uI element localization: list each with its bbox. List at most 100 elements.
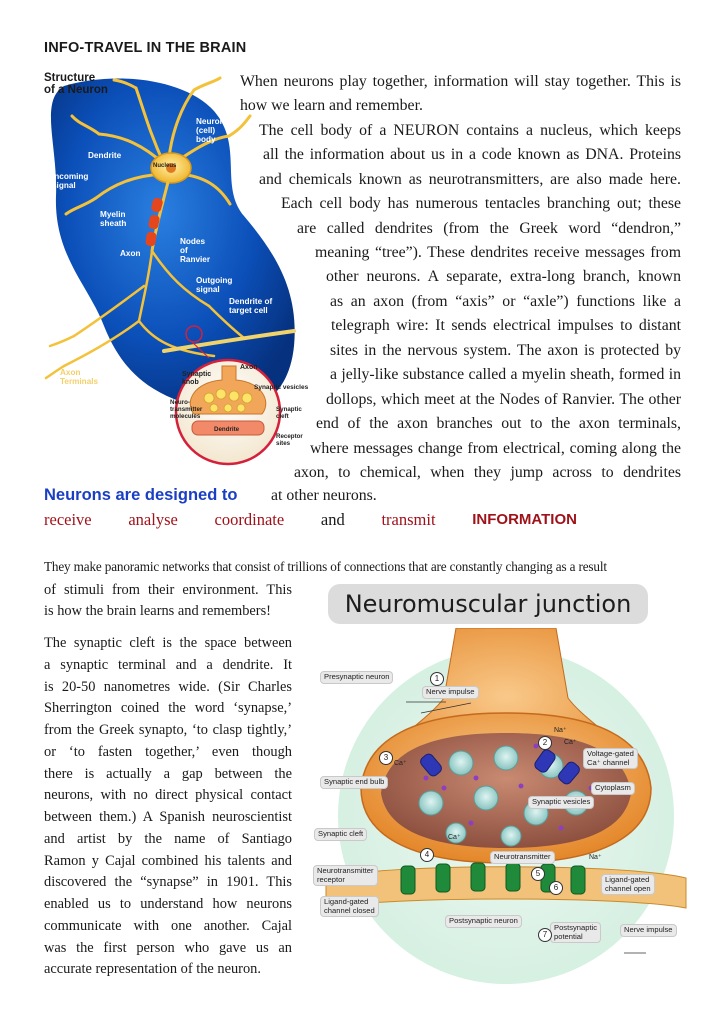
- left-col-line-1: of stimuli from their environment. This: [44, 582, 292, 598]
- diagram-title-line2: of a Neuron: [44, 84, 108, 96]
- nmj-title: Neuromuscular junction: [328, 584, 648, 624]
- intro-line-13: a jelly-like substance called a myelin s…: [330, 366, 681, 383]
- label-axon: Axon: [120, 249, 141, 258]
- impulse-arrows: [406, 701, 646, 954]
- label-incoming-signal: Incoming signal: [52, 172, 88, 190]
- label-ligand-gated-closed: Ligand-gated channel closed: [320, 896, 379, 917]
- word-information: INFORMATION: [472, 511, 577, 528]
- calcium-channels: [420, 749, 580, 785]
- label-postsynaptic-neuron: Postsynaptic neuron: [445, 915, 522, 928]
- diagram-title-line1: Structure: [44, 72, 96, 84]
- nucleus: [166, 163, 176, 173]
- inset-dendrite-shape: [191, 420, 265, 436]
- label-nerve-impulse-out: Nerve impulse: [620, 924, 677, 937]
- inset-vesicles: [203, 388, 253, 413]
- label-text: Synaptic: [182, 371, 212, 378]
- left-col-line-12: between them.) A Spanish neuroscientist: [44, 809, 292, 825]
- label-text: transmitter: [170, 406, 203, 413]
- label-inset-axon: Axon: [240, 364, 258, 371]
- label-synaptic-end-bulb: Synaptic end bulb: [320, 776, 389, 789]
- designed-heading: Neurons are designed to: [44, 486, 238, 504]
- label-text: Nodes: [180, 237, 206, 246]
- label-text: channel closed: [324, 905, 375, 915]
- word-receive: receive: [44, 510, 92, 529]
- intro-line-9: other neurons. A separate, extra-long br…: [326, 268, 681, 285]
- intro-line-15: end of the axon branches out to the axon…: [316, 415, 681, 432]
- neuromuscular-junction-diagram: [325, 628, 687, 984]
- label-text: Incoming: [52, 172, 89, 181]
- label-text: Ligand-gated: [605, 875, 650, 884]
- step-7: 7: [538, 928, 552, 942]
- step-6: 6: [549, 881, 563, 895]
- intro-line-11: telegraph wire: It sends electrical impu…: [331, 317, 681, 334]
- label-text: receptor: [317, 874, 345, 884]
- neuron-structure-diagram: [44, 76, 296, 466]
- synaptic-vesicles-group: [418, 745, 589, 847]
- label-text: target cell: [229, 306, 268, 315]
- intro-line-5: and chemicals known as neurotransmitters…: [259, 171, 681, 188]
- word-analyse: analyse: [128, 510, 178, 529]
- label-text: potential: [554, 931, 583, 941]
- intro-line-18: at other neurons.: [271, 487, 377, 504]
- label-text: molecules: [170, 413, 201, 420]
- label-myelin-sheath: Myelin sheath: [100, 210, 126, 228]
- label-ca-mid: Ca⁺: [448, 834, 461, 841]
- label-text: Terminals: [60, 377, 99, 386]
- label-text: of: [180, 246, 188, 255]
- label-synaptic-vesicles: Synaptic vesicles: [254, 384, 309, 391]
- label-nodes-of-ranvier: Nodes of Ranvier: [180, 237, 210, 264]
- label-text: (cell): [196, 126, 216, 135]
- axon-terminal-branches: [44, 249, 296, 380]
- label-outgoing-signal: Outgoing signal: [196, 276, 232, 294]
- label-text: Neuron: [196, 117, 225, 126]
- word-and: and: [320, 510, 345, 529]
- step-3: 3: [379, 751, 393, 765]
- intro-line-1: When neurons play together, information …: [240, 73, 681, 90]
- left-col-line-19: accurate representation of the neuron.: [44, 961, 261, 977]
- step-4: 4: [420, 848, 434, 862]
- left-col-line-14: Ramon y Cajal combined his talents and: [44, 853, 292, 869]
- label-text: Voltage-gated: [587, 749, 634, 758]
- label-cytoplasm: Cytoplasm: [591, 782, 635, 795]
- left-col-line-13: and artist by the name of Santiago: [44, 831, 292, 847]
- page-header: INFO-TRAVEL IN THE BRAIN: [44, 40, 247, 56]
- label-text: Dendrite of: [229, 297, 273, 306]
- label-na-right: Na⁺: [589, 854, 602, 861]
- label-text: Ca⁺ channel: [587, 757, 630, 767]
- label-text: Neurotransmitter: [317, 866, 374, 875]
- networks-line: They make panoramic networks that consis…: [44, 559, 607, 574]
- intro-line-14: dollops, which meet at the Nodes of Ranv…: [326, 391, 681, 408]
- left-col-line-11: neurons, with no direct physical contact: [44, 787, 292, 803]
- intro-line-3: The cell body of a NEURON contains a nuc…: [259, 122, 681, 139]
- label-text: knob: [182, 379, 199, 386]
- label-text: Outgoing: [196, 276, 233, 285]
- label-neurotransmitter: Neurotransmitter: [490, 851, 555, 864]
- label-nerve-impulse: Nerve impulse: [422, 686, 479, 699]
- inset-magnifier-small: [185, 325, 203, 343]
- label-synaptic-vesicles: Synaptic vesicles: [528, 796, 595, 809]
- axon: [145, 181, 170, 252]
- intro-line-17: axon, to chemical, when they jump across…: [294, 464, 681, 481]
- intro-line-6: Each cell body has numerous tentacles br…: [281, 195, 681, 212]
- bulb-cytoplasm: [381, 733, 631, 848]
- label-voltage-gated-channel: Voltage-gated Ca⁺ channel: [583, 748, 638, 769]
- neuron-diagram-title: Structure of a Neuron: [44, 72, 108, 96]
- label-neuron-body: Neuron (cell) body: [196, 117, 225, 144]
- label-text: Ranvier: [180, 255, 211, 264]
- label-inset-dendrite: Dendrite: [214, 426, 240, 433]
- label-na-top: Na⁺: [554, 727, 567, 734]
- left-col-line-18: was the first person who gave us an: [44, 940, 292, 956]
- intro-line-7: are called dendrites (from the Greek wor…: [297, 220, 681, 237]
- label-axon-terminals: Axon Terminals: [60, 368, 98, 386]
- left-col-line-8: from the Greek synapto, ‘to clasp tightl…: [44, 722, 292, 738]
- label-postsynaptic-potential: Postsynaptic potential: [550, 922, 602, 943]
- label-text: Axon: [60, 368, 81, 377]
- left-col-line-5: a synaptic terminal and a dendrite. It: [44, 657, 292, 673]
- label-text: channel open: [605, 883, 651, 893]
- intro-line-4: all the information about us in a code k…: [263, 146, 681, 163]
- label-text: signal: [52, 181, 76, 190]
- label-text: Myelin: [100, 210, 126, 219]
- label-text: Receptor: [276, 433, 303, 440]
- label-ca-top: Ca⁺: [564, 739, 577, 746]
- label-text: cleft: [276, 413, 289, 420]
